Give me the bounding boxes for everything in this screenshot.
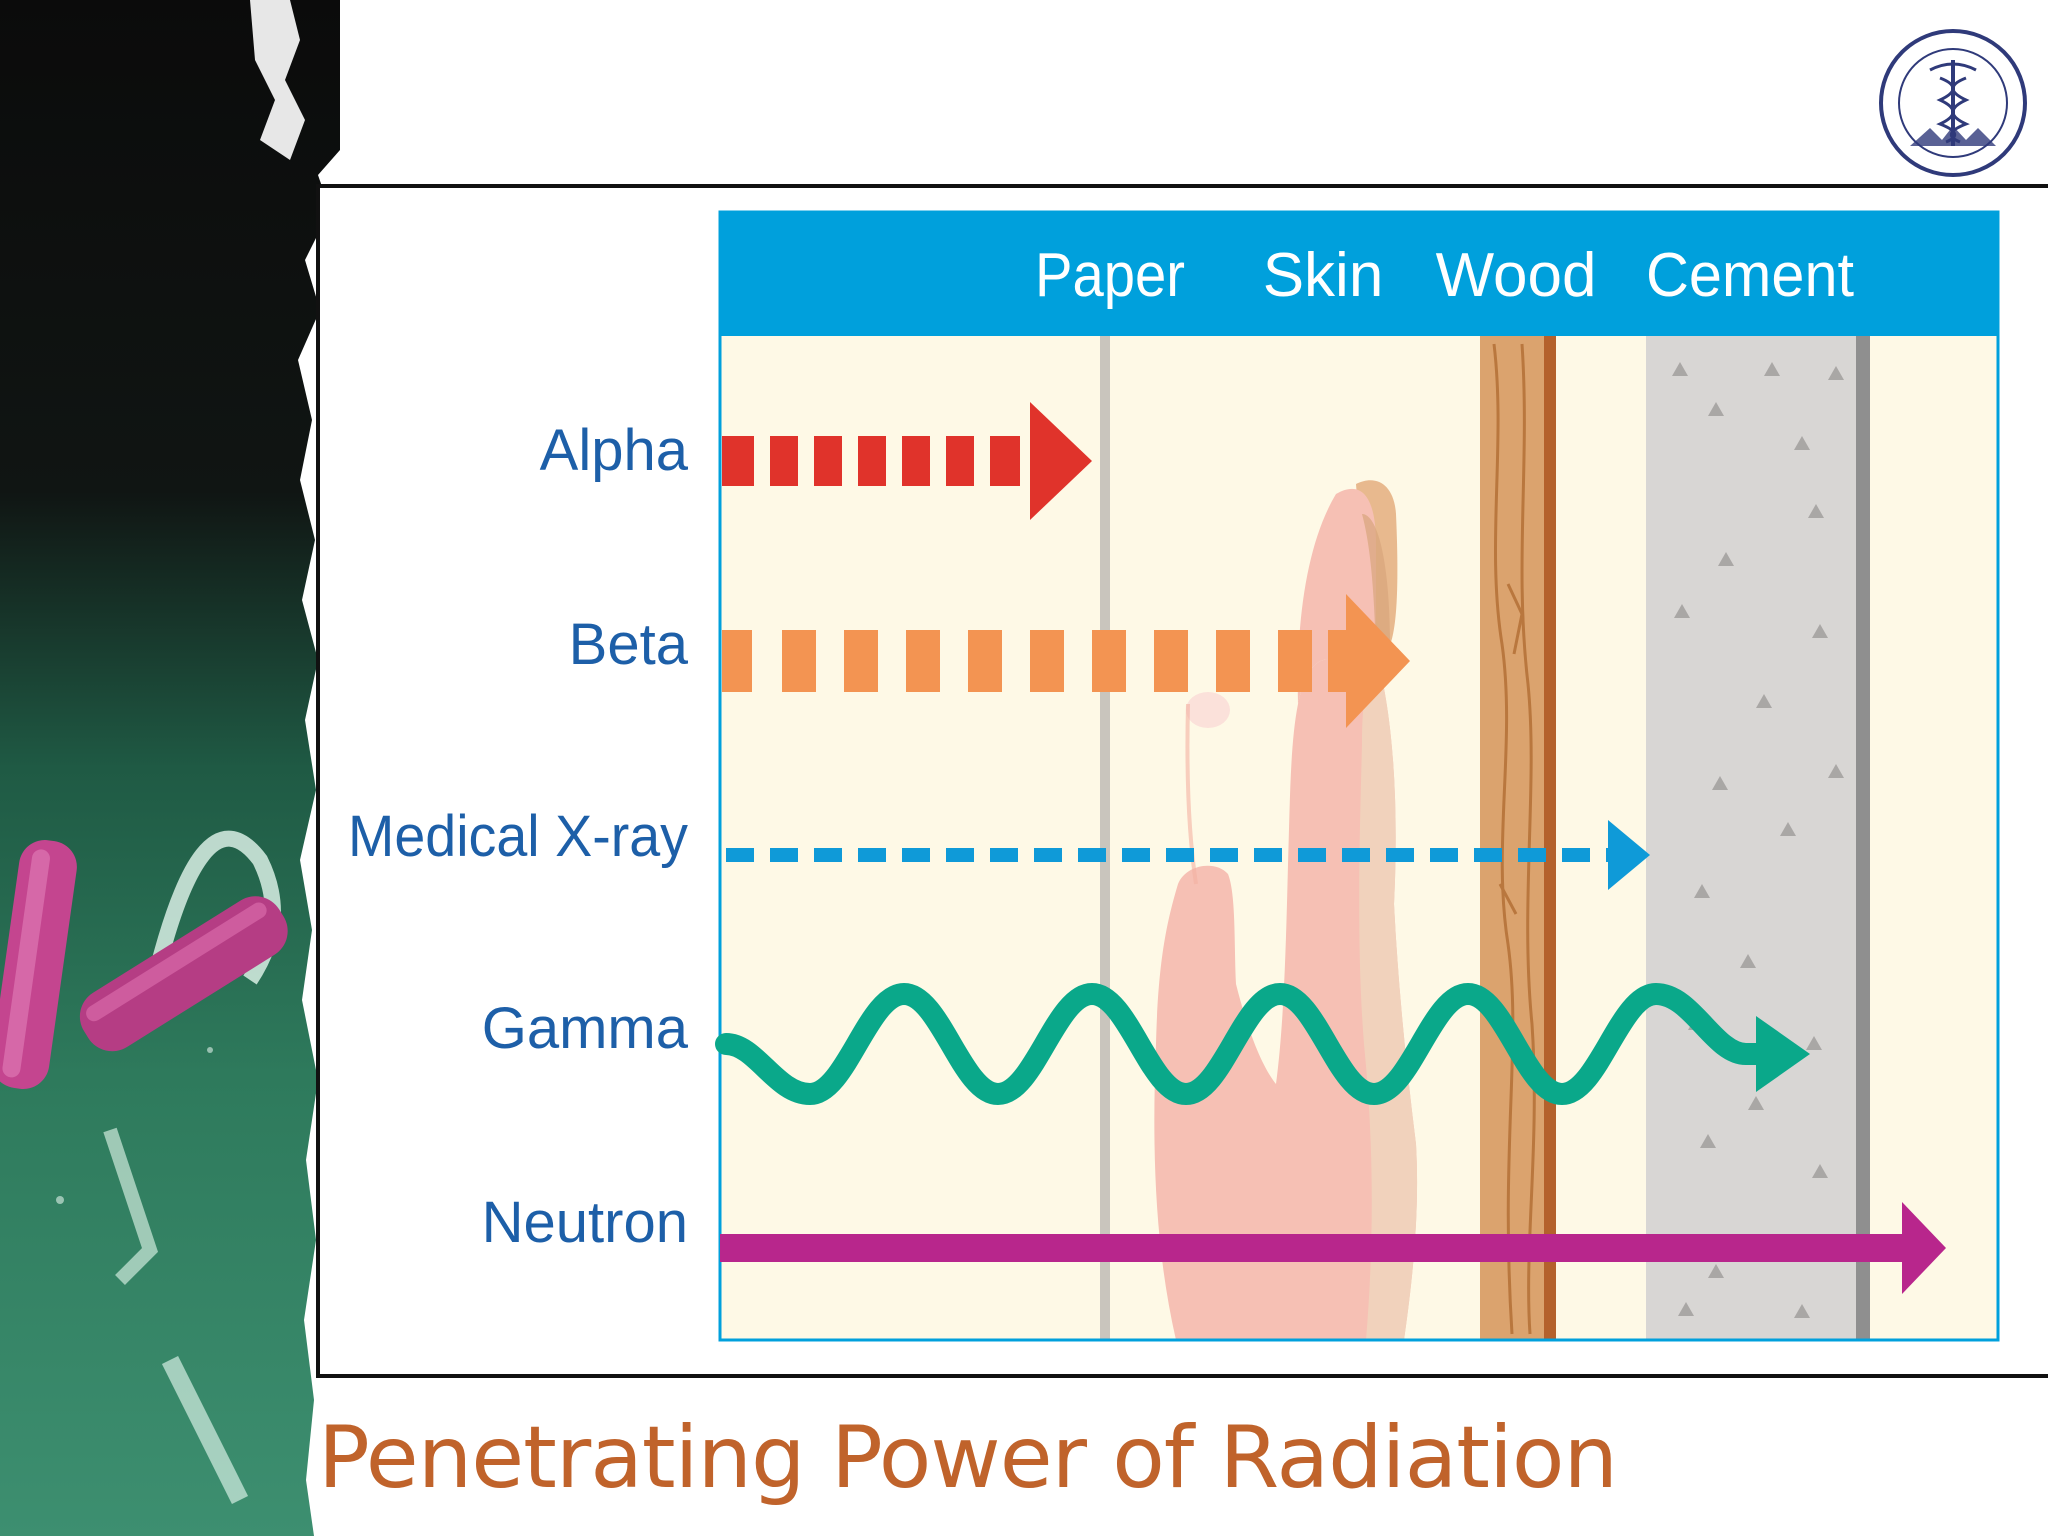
paper-sheet [1100,336,1110,1340]
slide-caption: Penetrating Power of Radiation [318,1408,1618,1508]
material-label-cement: Cement [1646,241,1854,310]
cement-block [1646,336,1870,1340]
beta-arrow [722,594,1410,728]
chalkboard-chalk-image [0,0,340,1536]
neutron-arrow [720,1202,1946,1294]
material-label-skin: Skin [1263,241,1384,310]
radiation-label-alpha: Alpha [540,418,689,483]
radiation-penetration-diagram: Paper Skin Wood Cement Alpha Beta Medica… [348,210,2000,1342]
radiation-label-neutron: Neutron [482,1190,688,1255]
material-label-wood: Wood [1436,241,1597,310]
material-header-bar [720,212,1998,336]
material-label-paper: Paper [1035,241,1185,310]
radiation-label-gamma: Gamma [482,996,689,1061]
alpha-arrow [722,402,1092,520]
radiation-label-medical-xray: Medical X-ray [348,804,688,869]
medical-xray-arrow [726,820,1650,890]
institute-logo [1879,29,2027,177]
gamma-arrow [715,982,1810,1106]
wood-board [1480,336,1556,1340]
radiation-label-beta: Beta [569,612,689,677]
